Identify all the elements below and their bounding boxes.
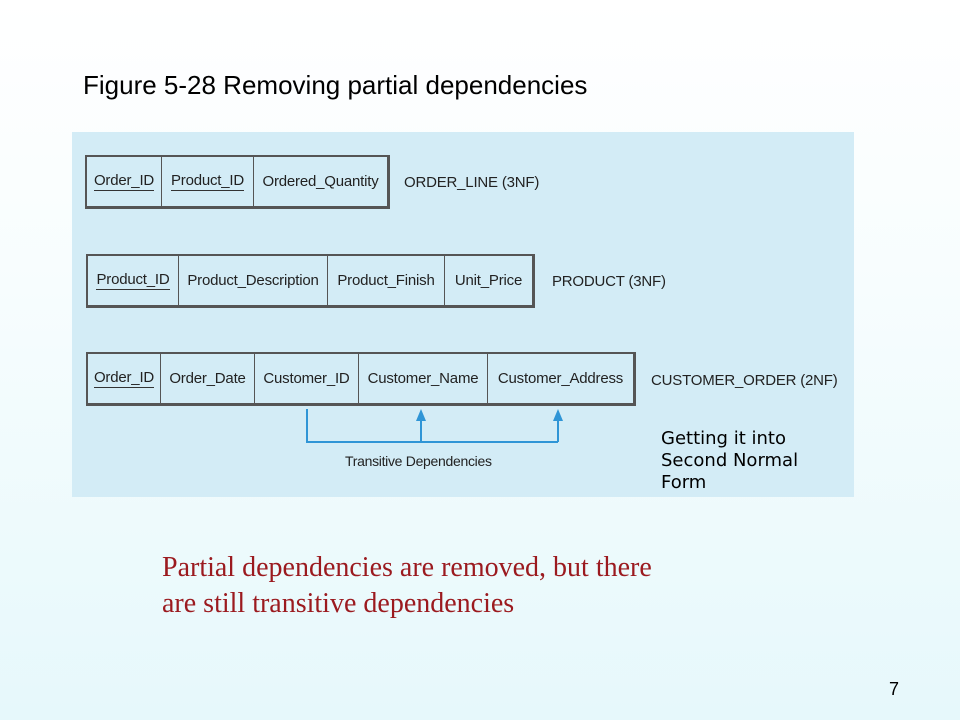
attribute-cell: Customer_Name xyxy=(359,354,488,403)
attribute-label: Customer_Address xyxy=(497,370,624,387)
arrowhead-icon xyxy=(553,409,563,421)
slide-title: Figure 5-28 Removing partial dependencie… xyxy=(83,70,588,100)
attribute-label: Product_Finish xyxy=(337,272,435,289)
attribute-label: Customer_Name xyxy=(367,370,479,387)
attribute-cell: Product_Finish xyxy=(328,256,445,305)
attribute-cell: Customer_ID xyxy=(255,354,359,403)
attribute-label: Unit_Price xyxy=(454,272,523,289)
attribute-label: Ordered_Quantity xyxy=(262,173,379,190)
attribute-label: Order_Date xyxy=(169,370,246,387)
relation-name: PRODUCT (3NF) xyxy=(552,273,666,290)
slide-note: Partial dependencies are removed, but th… xyxy=(162,552,652,619)
attribute-cell: Product_ID xyxy=(88,256,179,305)
attribute-cell: Customer_Address xyxy=(488,354,633,403)
relation-order-line: Order_ID Product_ID Ordered_Quantity xyxy=(85,155,390,209)
relation-product: Product_ID Product_Description Product_F… xyxy=(86,254,535,308)
relation-name: CUSTOMER_ORDER (2NF) xyxy=(651,372,838,389)
page-number: 7 xyxy=(889,679,900,699)
dependency-label: Transitive Dependencies xyxy=(345,453,492,469)
attribute-cell: Order_ID xyxy=(87,157,162,206)
attribute-label: Product_ID xyxy=(170,172,245,191)
attribute-label: Product_ID xyxy=(96,271,170,290)
relation-customer-order: Order_ID Order_Date Customer_ID Customer… xyxy=(86,352,636,406)
attribute-label: Order_ID xyxy=(93,369,155,388)
attribute-cell: Order_Date xyxy=(161,354,255,403)
side-note: Getting it into Second Normal Form xyxy=(661,428,799,493)
attribute-cell: Product_Description xyxy=(179,256,328,305)
attribute-cell: Product_ID xyxy=(162,157,254,206)
attribute-cell: Order_ID xyxy=(88,354,161,403)
attribute-label: Order_ID xyxy=(93,172,155,191)
dependency-base-line xyxy=(306,409,558,443)
relation-name: ORDER_LINE (3NF) xyxy=(404,174,540,191)
attribute-cell: Unit_Price xyxy=(445,256,532,305)
attribute-cell: Ordered_Quantity xyxy=(254,157,387,206)
arrowhead-icon xyxy=(416,409,426,421)
attribute-label: Product_Description xyxy=(187,272,319,289)
attribute-label: Customer_ID xyxy=(263,370,350,387)
